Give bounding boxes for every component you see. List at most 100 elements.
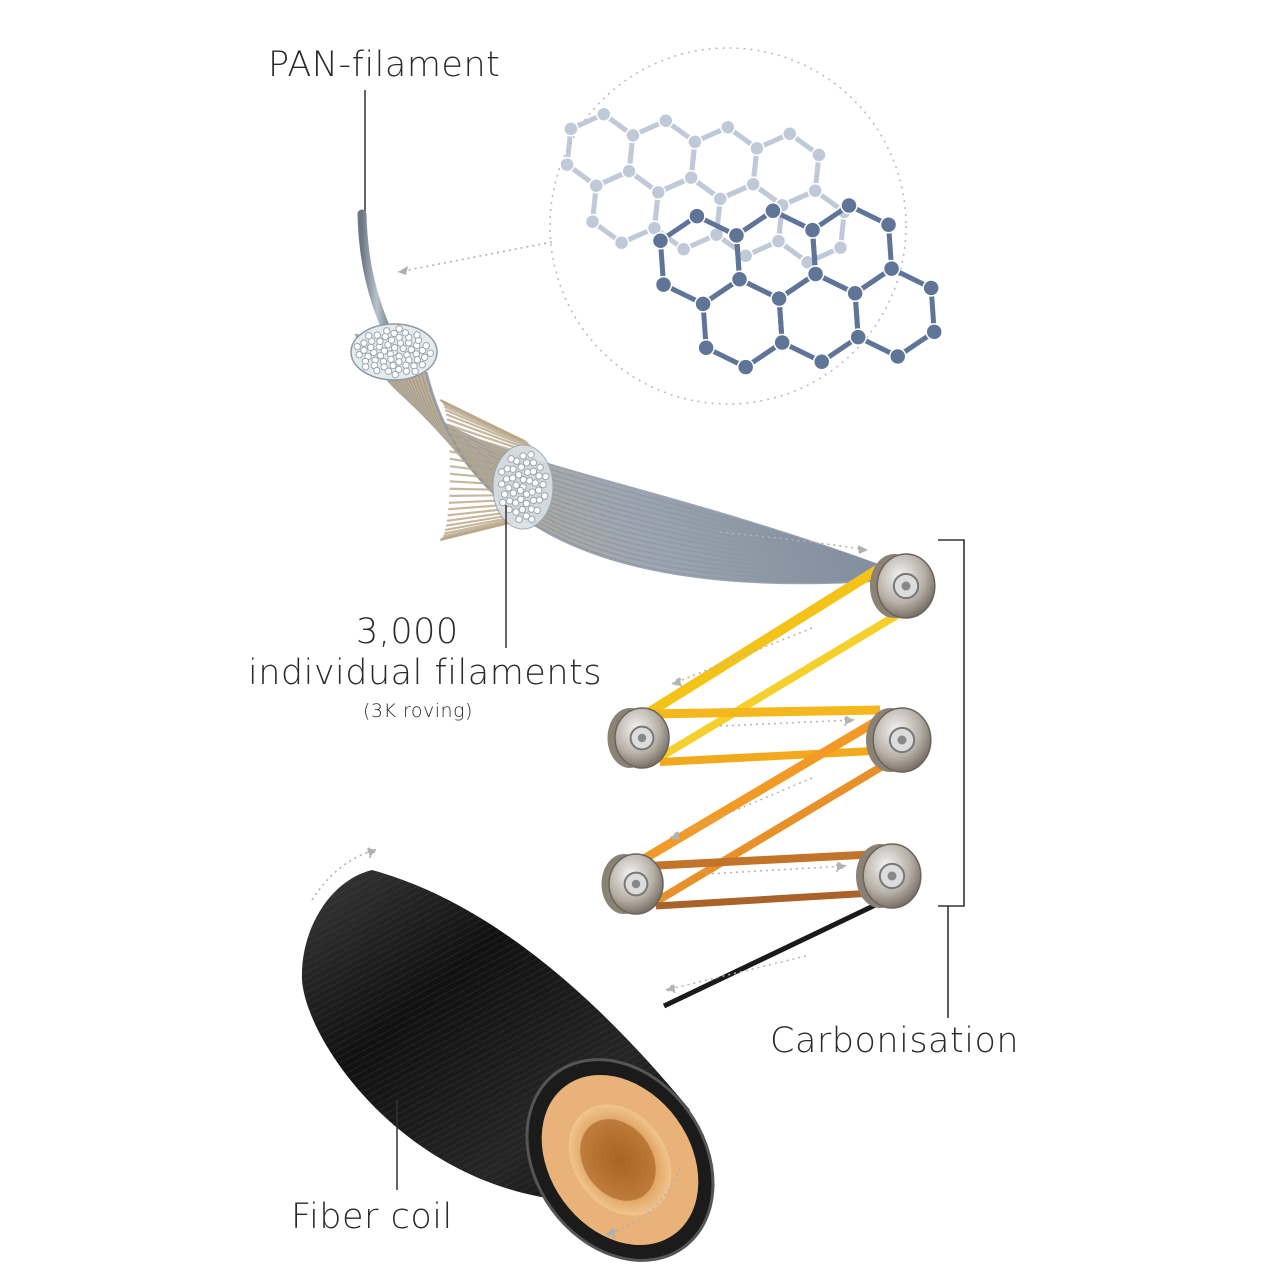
lattice-atom [832, 239, 849, 256]
filament-end [517, 495, 525, 503]
graphite-lattice-back [559, 106, 853, 271]
lattice-bond [713, 181, 785, 259]
filament-end [420, 353, 429, 362]
lattice-bond [589, 168, 661, 246]
carbonisation-label: Carbonisation [770, 1021, 1020, 1061]
lattice-atom [727, 226, 746, 245]
molecule-zoom-circle [549, 47, 907, 405]
lattice-atom [720, 119, 736, 135]
filament-end [515, 471, 523, 479]
filament-end [370, 348, 378, 357]
lattice-atom [625, 127, 641, 144]
lattice-atom [563, 121, 579, 137]
lattice-atom [697, 339, 715, 357]
filament-end [540, 492, 549, 500]
filament-end [518, 505, 527, 514]
roller-axle [887, 871, 897, 881]
splayed-strand [445, 413, 533, 450]
filament-end [361, 363, 370, 371]
lattice-atom [730, 270, 749, 289]
filament-end [395, 325, 403, 333]
fiber-coil [301, 870, 715, 1262]
lattice-atom [621, 163, 637, 179]
lattice-atom [803, 221, 822, 239]
lattice-atom [764, 202, 782, 220]
filament-end [528, 488, 536, 496]
lattice-atom [840, 196, 858, 215]
lattice-atom [712, 191, 729, 207]
graphite-lattice-front [651, 196, 943, 376]
filament-end [500, 490, 509, 498]
belt-flow-arrows [664, 627, 856, 993]
filament-end [413, 356, 422, 364]
filament-end [512, 481, 520, 489]
filament-end [535, 472, 543, 480]
filament-end [529, 458, 538, 467]
lattice-bond [750, 130, 822, 209]
splayed-strand [444, 409, 531, 447]
filament-end [533, 506, 541, 515]
filament-end [355, 351, 363, 359]
lattice-bond [700, 276, 785, 370]
lattice-atom [613, 235, 630, 251]
fiber-coil-label: Fiber coil [291, 1197, 453, 1237]
lattice-atom [596, 106, 612, 122]
filament-end [418, 346, 427, 355]
filament-end [507, 455, 515, 463]
filament-end [380, 363, 388, 371]
filament-end [373, 331, 381, 339]
pan-filament-label: PAN-filament [268, 45, 501, 85]
splayed-strand [443, 405, 529, 445]
carbonisation-rollers [601, 553, 936, 915]
lattice-bond [564, 111, 636, 189]
filament-end [508, 474, 517, 482]
filament-end [366, 343, 375, 351]
cross-section-dots-top [353, 325, 435, 379]
filament-end [531, 479, 539, 487]
filament-end [422, 342, 430, 350]
carbonisation-bracket [938, 539, 965, 1018]
filament-end [426, 349, 435, 357]
cross-section-dots-mid [498, 450, 550, 524]
lattice-atom [745, 176, 761, 192]
filament-end [517, 463, 525, 471]
filament-end [391, 370, 400, 379]
filament-end [402, 361, 410, 369]
filament-end [503, 465, 511, 473]
lattice-atom [925, 323, 943, 341]
lattice-atom [782, 126, 798, 142]
filament-end [412, 350, 420, 358]
lattice-atom [922, 279, 940, 297]
filament-end [505, 505, 513, 514]
lattice-bond [688, 124, 760, 202]
filament-end [413, 331, 421, 339]
filament-end [516, 486, 525, 495]
individual-filaments-label: individual filaments [248, 653, 602, 693]
filament-end [376, 351, 385, 360]
filament-end [528, 515, 536, 523]
filament-end [499, 498, 507, 507]
filament-end [498, 468, 506, 476]
lattice-atom [770, 289, 788, 308]
coil-rotation-arrows [311, 846, 681, 1239]
filament-end [505, 497, 514, 505]
filament-end [512, 508, 520, 516]
filament-end [505, 484, 513, 492]
filament-end [376, 337, 384, 346]
lattice-atom [749, 140, 765, 157]
lattice-atom [694, 295, 712, 313]
filament-end [407, 345, 415, 354]
lattice-atom [879, 216, 898, 234]
filament-end [539, 480, 547, 489]
lattice-bond [626, 117, 698, 196]
lattice-atom [651, 231, 670, 250]
filament-end [527, 450, 535, 459]
filament-end [353, 342, 361, 351]
lattice-atom [650, 184, 666, 201]
molecule-pointer-arrow [397, 241, 553, 275]
filament-end [390, 329, 398, 338]
lattice-bond [657, 213, 743, 307]
lattice-atom [806, 265, 825, 283]
lattice-atom [846, 284, 864, 303]
